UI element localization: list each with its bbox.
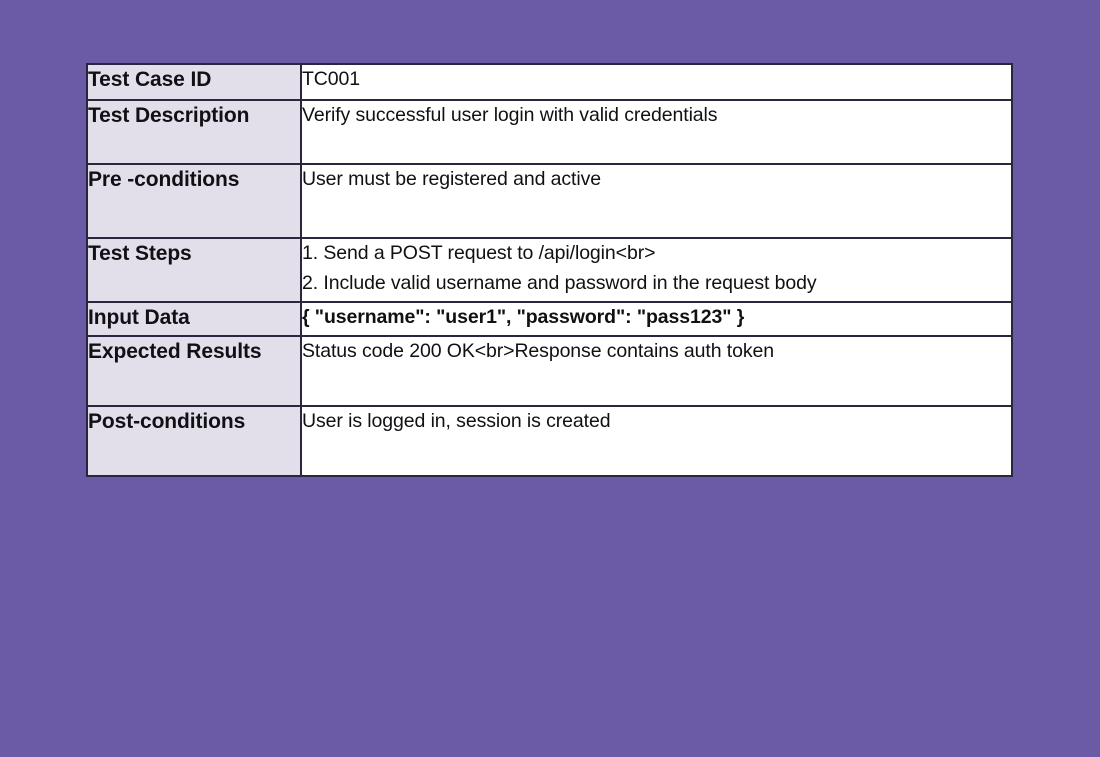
row-label-pre-conditions: Pre -conditions [86,163,302,239]
row-label-input-data: Input Data [86,301,302,337]
row-value-test-description: Verify successful user login with valid … [300,99,1013,165]
table-row: Expected Results Status code 200 OK<br>R… [86,335,1013,407]
row-value-input-data: { "username": "user1", "password": "pass… [300,301,1013,337]
row-value-test-steps: 1. Send a POST request to /api/login<br>… [300,237,1013,303]
value-line: Verify successful user login with valid … [302,104,718,126]
row-value-test-case-id: TC001 [300,63,1013,101]
value-line: TC001 [302,68,361,90]
table-row: Test Steps 1. Send a POST request to /ap… [86,237,1013,303]
row-value-post-conditions: User is logged in, session is created [300,405,1013,477]
value-line: { "username": "user1", "password": "pass… [302,306,745,328]
row-label-expected-results: Expected Results [86,335,302,407]
test-case-table: Test Case ID TC001 Test Description Veri… [86,63,1013,477]
row-label-test-steps: Test Steps [86,237,302,303]
value-line: User is logged in, session is created [302,410,611,432]
row-label-test-case-id: Test Case ID [86,63,302,101]
row-label-post-conditions: Post-conditions [86,405,302,477]
value-line: User must be registered and active [302,168,601,190]
table-row: Test Case ID TC001 [86,63,1013,101]
value-line: Status code 200 OK<br>Response contains … [302,340,774,362]
table-row: Input Data { "username": "user1", "passw… [86,301,1013,337]
row-label-test-description: Test Description [86,99,302,165]
test-case-table-body: Test Case ID TC001 Test Description Veri… [86,63,1013,477]
table-row: Pre -conditions User must be registered … [86,163,1013,239]
row-value-pre-conditions: User must be registered and active [300,163,1013,239]
value-line: 2. Include valid username and password i… [302,271,817,294]
table-row: Post-conditions User is logged in, sessi… [86,405,1013,477]
value-line: 1. Send a POST request to /api/login<br> [302,242,656,264]
row-value-expected-results: Status code 200 OK<br>Response contains … [300,335,1013,407]
table-row: Test Description Verify successful user … [86,99,1013,165]
